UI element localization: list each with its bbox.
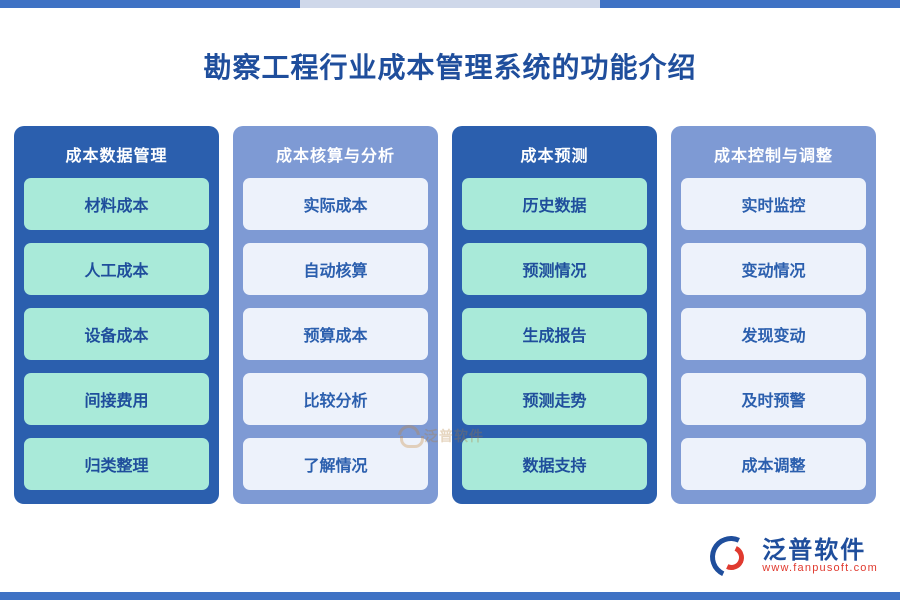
column-header: 成本预测: [520, 148, 589, 165]
feature-item[interactable]: 比较分析: [243, 373, 428, 425]
feature-item[interactable]: 自动核算: [243, 243, 428, 295]
brand-logo: 泛普软件 www.fanpusoft.com: [704, 530, 878, 584]
top-accent-bar: [0, 0, 900, 8]
feature-item[interactable]: 人工成本: [24, 243, 209, 295]
feature-columns: 成本数据管理 材料成本 人工成本 设备成本 间接费用 归类整理 成本核算与分析 …: [14, 126, 886, 504]
feature-item[interactable]: 预测情况: [462, 243, 647, 295]
feature-item[interactable]: 历史数据: [462, 178, 647, 230]
feature-item[interactable]: 预测走势: [462, 373, 647, 425]
column-header: 成本核算与分析: [275, 148, 395, 165]
feature-item[interactable]: 数据支持: [462, 438, 647, 490]
feature-item[interactable]: 了解情况: [243, 438, 428, 490]
brand-text: 泛普软件 www.fanpusoft.com: [762, 536, 878, 575]
feature-item[interactable]: 实时监控: [681, 178, 866, 230]
bottom-accent-bar: [0, 592, 900, 600]
column-header: 成本数据管理: [65, 148, 168, 165]
feature-column-cost-accounting-analysis: 成本核算与分析 实际成本 自动核算 预算成本 比较分析 了解情况: [233, 126, 438, 504]
feature-column-cost-data-management: 成本数据管理 材料成本 人工成本 设备成本 间接费用 归类整理: [14, 126, 219, 504]
brand-url: www.fanpusoft.com: [762, 561, 878, 574]
column-header: 成本控制与调整: [713, 148, 833, 165]
feature-column-cost-forecast: 成本预测 历史数据 预测情况 生成报告 预测走势 数据支持: [452, 126, 657, 504]
feature-item[interactable]: 发现变动: [681, 308, 866, 360]
feature-item[interactable]: 生成报告: [462, 308, 647, 360]
feature-item[interactable]: 设备成本: [24, 308, 209, 360]
brand-swirl-icon: [704, 530, 759, 584]
feature-item[interactable]: 成本调整: [681, 438, 866, 490]
feature-item[interactable]: 变动情况: [681, 243, 866, 295]
feature-item[interactable]: 材料成本: [24, 178, 209, 230]
feature-item[interactable]: 归类整理: [24, 438, 209, 490]
feature-item[interactable]: 及时预警: [681, 373, 866, 425]
brand-name: 泛普软件: [762, 536, 867, 564]
feature-item[interactable]: 预算成本: [243, 308, 428, 360]
feature-item[interactable]: 间接费用: [24, 373, 209, 425]
feature-column-cost-control-adjustment: 成本控制与调整 实时监控 变动情况 发现变动 及时预警 成本调整: [671, 126, 876, 504]
top-accent-bar-segment: [300, 0, 600, 8]
feature-item[interactable]: 实际成本: [243, 178, 428, 230]
page-title: 勘察工程行业成本管理系统的功能介绍: [203, 52, 697, 83]
